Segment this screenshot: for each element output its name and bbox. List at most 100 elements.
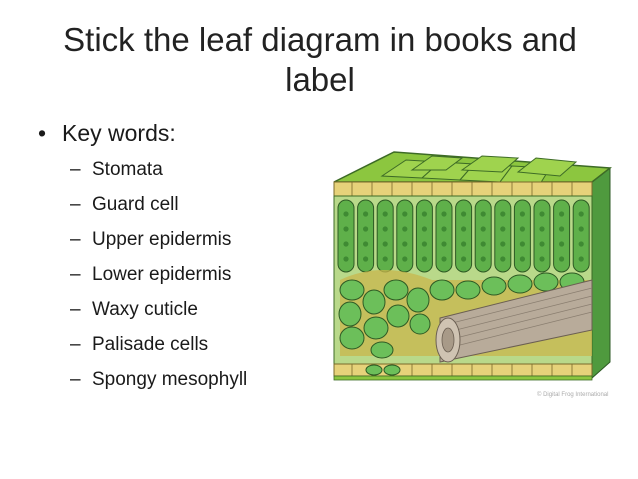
- chloroplast: [343, 241, 349, 247]
- palisade-cell: [533, 199, 551, 273]
- palisade-cell: [435, 199, 453, 273]
- list-item: –Upper epidermis: [70, 225, 247, 260]
- chloroplast: [343, 256, 349, 262]
- chloroplast: [480, 226, 486, 232]
- chloroplast: [461, 241, 467, 247]
- list-item: –Spongy mesophyll: [70, 365, 247, 400]
- chloroplast: [500, 241, 506, 247]
- chloroplast: [480, 211, 486, 217]
- spongy-cell: [370, 341, 394, 359]
- spongy-cell: [429, 279, 455, 301]
- dash-marker: –: [70, 369, 81, 390]
- palisade-cell: [455, 199, 473, 273]
- key-word-waxy-cuticle: Waxy cuticle: [92, 299, 198, 320]
- chloroplast: [578, 241, 584, 247]
- chloroplast: [441, 241, 447, 247]
- spongy-cell: [339, 279, 365, 301]
- key-word-lower-epidermis: Lower epidermis: [92, 264, 232, 285]
- key-words-list: –Stomata –Guard cell –Upper epidermis –L…: [70, 155, 247, 400]
- dash-marker: –: [70, 229, 81, 250]
- chloroplast: [441, 211, 447, 217]
- chloroplast: [559, 256, 565, 262]
- chloroplast: [480, 256, 486, 262]
- leaf-cross-section-diagram: [333, 151, 612, 381]
- dash-marker: –: [70, 299, 81, 320]
- spongy-cell: [481, 276, 507, 296]
- dash-marker: –: [70, 334, 81, 355]
- chloroplast: [402, 211, 408, 217]
- chloroplast: [578, 226, 584, 232]
- chloroplast: [539, 241, 545, 247]
- spongy-cell: [383, 279, 409, 301]
- spongy-cell: [507, 274, 533, 294]
- palisade-cells: [337, 199, 590, 273]
- list-item: –Guard cell: [70, 190, 247, 225]
- chloroplast: [539, 226, 545, 232]
- chloroplast: [578, 211, 584, 217]
- key-word-spongy-mesophyll: Spongy mesophyll: [92, 369, 248, 390]
- chloroplast: [382, 241, 388, 247]
- palisade-cell: [572, 199, 590, 273]
- palisade-cell: [494, 199, 512, 273]
- slide-title: Stick the leaf diagram in books and labe…: [63, 21, 577, 98]
- spongy-cell: [406, 287, 430, 313]
- chloroplast: [500, 211, 506, 217]
- chloroplast: [421, 256, 427, 262]
- key-word-upper-epidermis: Upper epidermis: [92, 229, 232, 250]
- bullet-dot: •: [38, 120, 47, 146]
- chloroplast: [402, 256, 408, 262]
- spongy-cell: [386, 304, 410, 328]
- key-words-label: Key words:: [62, 120, 176, 146]
- chloroplast: [578, 256, 584, 262]
- chloroplast: [441, 226, 447, 232]
- spongy-mesophyll-cells: [338, 272, 585, 359]
- chloroplast: [500, 256, 506, 262]
- palisade-cell: [337, 199, 355, 273]
- chloroplast: [500, 226, 506, 232]
- palisade-cell: [474, 199, 492, 273]
- chloroplast: [559, 211, 565, 217]
- stomata: [365, 364, 401, 376]
- spongy-cell: [455, 280, 481, 300]
- chloroplast: [461, 211, 467, 217]
- chloroplast: [382, 226, 388, 232]
- chloroplast: [480, 241, 486, 247]
- waxy-cuticle-bottom: [333, 375, 593, 381]
- chloroplast: [519, 211, 525, 217]
- upper-epidermis-layer: [333, 181, 593, 197]
- chloroplast: [519, 226, 525, 232]
- chloroplast: [402, 241, 408, 247]
- chloroplast: [382, 256, 388, 262]
- chloroplast: [402, 226, 408, 232]
- dash-marker: –: [70, 264, 81, 285]
- chloroplast: [363, 226, 369, 232]
- upper-epidermis-cell-walls: [351, 182, 573, 196]
- chloroplast: [363, 241, 369, 247]
- list-item: –Palisade cells: [70, 330, 247, 365]
- chloroplast: [441, 256, 447, 262]
- chloroplast: [559, 226, 565, 232]
- image-credit: © Digital Frog International: [537, 392, 609, 398]
- key-word-guard-cell: Guard cell: [92, 194, 179, 215]
- dash-marker: –: [70, 159, 81, 180]
- key-words-heading: • Key words:: [38, 118, 176, 148]
- palisade-cell: [513, 199, 531, 273]
- chloroplast: [382, 211, 388, 217]
- chloroplast: [421, 241, 427, 247]
- chloroplast: [343, 211, 349, 217]
- spongy-cell: [533, 272, 559, 292]
- spongy-cell: [339, 326, 365, 350]
- chloroplast: [343, 226, 349, 232]
- leaf-side-face: [591, 166, 611, 380]
- chloroplast: [363, 256, 369, 262]
- chloroplast: [539, 211, 545, 217]
- chloroplast: [539, 256, 545, 262]
- chloroplast: [461, 256, 467, 262]
- leaf-vein: [435, 279, 593, 363]
- key-word-palisade-cells: Palisade cells: [92, 334, 209, 355]
- dash-marker: –: [70, 194, 81, 215]
- spongy-cell: [363, 316, 389, 340]
- list-item: –Waxy cuticle: [70, 295, 247, 330]
- chloroplast: [363, 211, 369, 217]
- list-item: –Stomata: [70, 155, 247, 190]
